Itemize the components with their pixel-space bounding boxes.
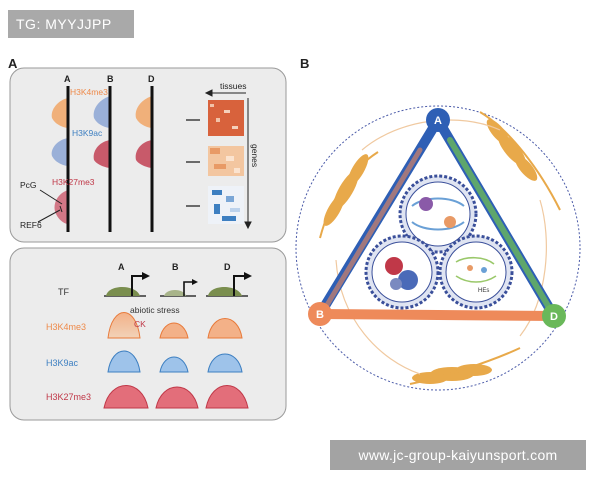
subgenome-label-a: A bbox=[64, 74, 71, 84]
watermark-bar: www.jc-group-kaiyunsport.com bbox=[330, 440, 586, 470]
subgenome-label-d: D bbox=[148, 74, 155, 84]
panel-a-label: A bbox=[8, 56, 18, 71]
mark-label-h3k4me3: H3K4me3 bbox=[70, 87, 108, 97]
vertex-d: D bbox=[542, 304, 566, 328]
subgenome-labels-top: A B D bbox=[64, 74, 155, 84]
peaks-column-a bbox=[51, 98, 68, 224]
gear-right bbox=[438, 234, 514, 310]
mark-label-h3k9ac: H3K9ac bbox=[72, 128, 103, 138]
tissues-label: tissues bbox=[220, 81, 246, 91]
peaks-column-b bbox=[93, 96, 110, 168]
subgenome-labels-bottom: A B D bbox=[118, 262, 231, 272]
svg-text:A: A bbox=[434, 115, 442, 127]
svg-text:B: B bbox=[172, 262, 179, 272]
genes-arrow bbox=[244, 98, 252, 230]
row-label-h3k27me3: H3K27me3 bbox=[46, 392, 91, 402]
dash-links bbox=[186, 119, 200, 207]
peaks-column-d bbox=[135, 96, 152, 168]
wheat-ear-left bbox=[319, 151, 379, 239]
panel-b-label: B bbox=[300, 56, 309, 71]
regulator-arrows bbox=[37, 189, 63, 223]
row-label-tf: TF bbox=[58, 287, 69, 297]
row-label-h3k4me3: H3K4me3 bbox=[46, 322, 86, 332]
svg-text:B: B bbox=[316, 309, 324, 321]
gear-left bbox=[364, 234, 440, 310]
regulator-pcg: PcG bbox=[20, 180, 37, 190]
gear-top bbox=[398, 174, 478, 254]
row-label-h3k9ac: H3K9ac bbox=[46, 358, 79, 368]
gear-text: HEs bbox=[478, 288, 489, 294]
heatmap-h3k4me3 bbox=[208, 100, 244, 136]
svg-text:D: D bbox=[550, 311, 558, 323]
tf-row bbox=[104, 272, 252, 297]
edge-b-d bbox=[315, 309, 559, 321]
genes-label: genes bbox=[250, 144, 260, 167]
subgenome-label-b: B bbox=[107, 74, 114, 84]
svg-text:D: D bbox=[224, 262, 231, 272]
h3k27me3-row-peaks bbox=[103, 385, 249, 409]
regulator-ref6: REF6 bbox=[20, 220, 42, 230]
vertex-a: A bbox=[426, 108, 450, 132]
svg-text:A: A bbox=[118, 262, 125, 272]
vertex-b: B bbox=[308, 302, 332, 326]
h3k4me3-row-peaks bbox=[107, 312, 243, 339]
heatmap-h3k27me3 bbox=[208, 186, 244, 224]
chromosome-lines bbox=[66, 86, 154, 232]
wheat-ear-right bbox=[479, 111, 561, 211]
mark-label-h3k27me3: H3K27me3 bbox=[52, 177, 95, 187]
h3k9ac-row-peaks bbox=[107, 350, 243, 373]
annotation-ck: CK bbox=[134, 319, 146, 329]
tissues-arrow bbox=[204, 89, 246, 97]
top-tag: TG: MYYJJPP bbox=[8, 10, 134, 38]
annotation-abiotic-stress: abiotic stress bbox=[130, 305, 180, 315]
wheat-ear-bottom bbox=[409, 347, 521, 385]
heatmap-h3k9ac bbox=[208, 146, 244, 176]
